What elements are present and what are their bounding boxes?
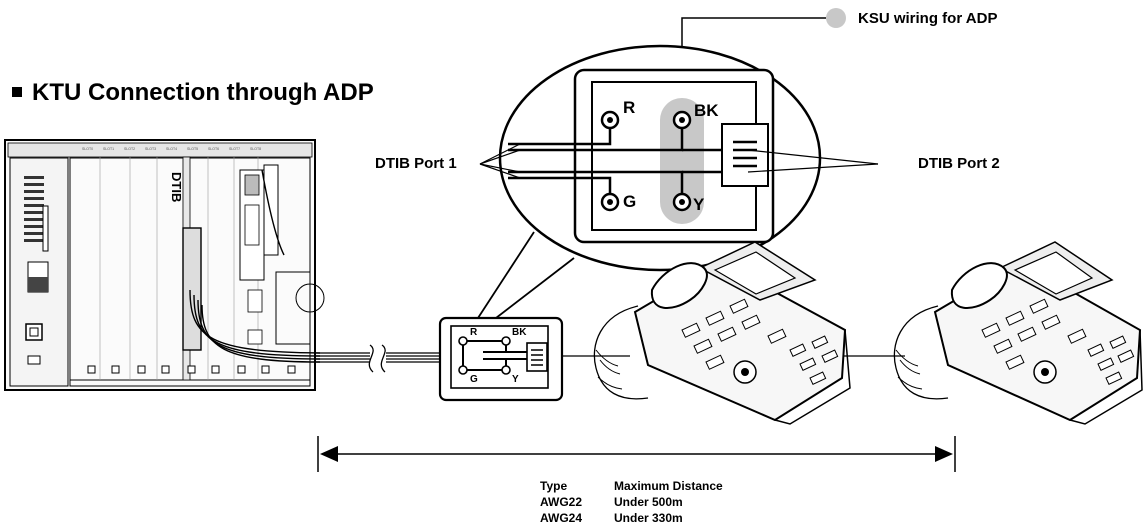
adp-terminal-y-label: Y <box>512 374 519 385</box>
slot-label: SLOT7 <box>229 147 240 151</box>
diagram-title: KTU Connection through ADP <box>32 79 374 106</box>
slot-label: SLOT2 <box>124 147 135 151</box>
slot-label: SLOT5 <box>187 147 198 151</box>
table-header-distance: Maximum Distance <box>614 479 723 493</box>
magnifier-callout: R BK G Y <box>477 44 822 319</box>
arrowhead-right-icon <box>935 446 953 462</box>
port-1-label: DTIB Port 1 <box>375 155 457 172</box>
cable-break-mark <box>368 344 386 373</box>
power-inlet-icon <box>25 323 43 341</box>
phone-2 <box>893 241 1143 425</box>
slot-label: SLOT6 <box>208 147 219 151</box>
ksu-vent-slots <box>24 176 44 242</box>
adp-box: R BK G Y <box>438 316 564 402</box>
slot-label: SLOT4 <box>166 147 177 151</box>
slot-label: SLOT0 <box>82 147 93 151</box>
ksu-bottom-vents <box>87 365 296 374</box>
bk-y-highlight <box>660 98 704 224</box>
ksu-slot-labels: SLOT0 SLOT1 SLOT2 SLOT3 SLOT4 SLOT5 SLOT… <box>82 147 261 151</box>
port-2-label: DTIB Port 2 <box>918 155 1000 172</box>
adp-jack-icon <box>526 342 548 372</box>
magnified-terminal-bk-label: BK <box>694 101 719 120</box>
callout-label: KSU wiring for ADP <box>858 10 997 27</box>
dtib-card-connector <box>182 227 202 351</box>
callout-marker-icon <box>826 8 846 28</box>
slot-label: SLOT8 <box>250 147 261 151</box>
port-leader-lines <box>479 143 879 179</box>
slot-label: SLOT3 <box>145 147 156 151</box>
table-header-type: Type <box>540 479 567 493</box>
distance-arrow <box>317 436 956 472</box>
title-bullet <box>12 87 22 97</box>
magnified-jack-icon <box>721 123 769 187</box>
cable-distance-table: Type Maximum Distance AWG22 Under 500m A… <box>540 479 723 525</box>
adp-terminal-bk-label: BK <box>512 327 527 338</box>
magnified-terminal-g-label: G <box>623 192 636 211</box>
magnified-terminal-r-label: R <box>623 98 635 117</box>
arrowhead-left-icon <box>320 446 338 462</box>
table-cell-distance: Under 500m <box>614 495 683 509</box>
table-cell-type: AWG22 <box>540 495 582 509</box>
slot-label: SLOT1 <box>103 147 114 151</box>
ksu-internal-wiring <box>189 169 321 363</box>
magnified-terminal-y-label: Y <box>693 195 705 214</box>
adp-terminal-g-label: G <box>470 374 478 385</box>
adp-terminal-r-label: R <box>470 327 478 338</box>
table-cell-type: AWG24 <box>540 511 582 525</box>
table-cell-distance: Under 330m <box>614 511 683 525</box>
dtib-card-label: DTIB <box>169 172 184 202</box>
ksu-to-adp-cable <box>315 352 445 363</box>
ksu-cabinet: SLOT0 SLOT1 SLOT2 SLOT3 SLOT4 SLOT5 SLOT… <box>4 139 325 391</box>
phone-1 <box>593 241 851 425</box>
